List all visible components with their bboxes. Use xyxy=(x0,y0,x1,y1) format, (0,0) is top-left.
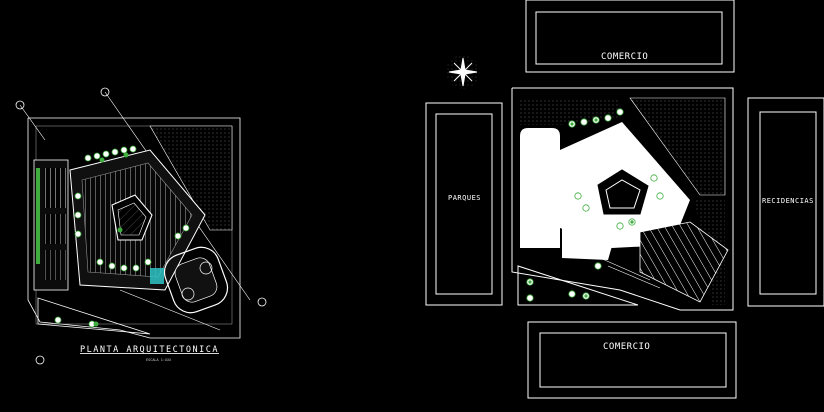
floor-plan-scale: ESCALA 1:XXX xyxy=(146,358,172,362)
left-park-label: PARQUES xyxy=(448,194,481,202)
floor-plan: PLANTA ARQUITECTONICA ESCALA 1:XXX xyxy=(15,87,267,365)
bottom-commerce-block-outer xyxy=(527,321,737,399)
room-block xyxy=(44,214,66,244)
green-strip xyxy=(36,168,40,264)
garden-hatch-area xyxy=(149,125,233,231)
right-residential-block-outer xyxy=(747,97,824,307)
site-parking xyxy=(639,221,729,303)
pool xyxy=(150,268,164,284)
lot-boundary xyxy=(27,117,241,339)
hatched-garden-right xyxy=(629,97,726,196)
top-commerce-label: COMERCIO xyxy=(601,52,648,62)
site-road-line xyxy=(599,257,651,281)
site-road-line xyxy=(607,265,661,289)
right-residential-label: RECIDENCIAS xyxy=(762,197,814,205)
site-shrub-group xyxy=(528,118,634,298)
sports-court xyxy=(163,246,229,314)
left-park-block-outer xyxy=(425,102,503,306)
axis-marker xyxy=(35,355,45,365)
axis-marker xyxy=(15,100,25,110)
tree-group xyxy=(54,145,190,328)
court-circle xyxy=(181,287,195,301)
floor-plan-title: PLANTA ARQUITECTONICA xyxy=(80,345,219,355)
bottom-parking xyxy=(37,297,151,335)
site-courtyard-inner xyxy=(605,179,641,209)
road-curve xyxy=(119,289,221,331)
room-block xyxy=(44,250,66,280)
axis-marker xyxy=(257,297,267,307)
room-block xyxy=(44,168,66,208)
green-shrub-group xyxy=(93,152,129,327)
left-park-block xyxy=(435,113,493,295)
bottom-commerce-label: COMERCIO xyxy=(603,342,650,352)
court-circle xyxy=(199,261,213,275)
bottom-left-triangle xyxy=(517,265,639,306)
access-line xyxy=(19,104,46,141)
right-residential-block xyxy=(759,111,817,295)
site-plan: COMERCIO PARQUES RECIDENCIAS COMERCIO xyxy=(425,0,824,399)
site-building-left-wing xyxy=(520,128,560,248)
sports-court-inner xyxy=(174,257,218,303)
bottom-commerce-block xyxy=(539,332,727,388)
axis-marker xyxy=(100,87,110,97)
site-building-lower-wing xyxy=(562,228,612,260)
north-arrow-star-icon xyxy=(446,55,480,89)
top-commerce-block xyxy=(535,11,723,65)
central-lot-boundary xyxy=(511,87,734,311)
top-commerce-block-outer xyxy=(525,0,735,73)
